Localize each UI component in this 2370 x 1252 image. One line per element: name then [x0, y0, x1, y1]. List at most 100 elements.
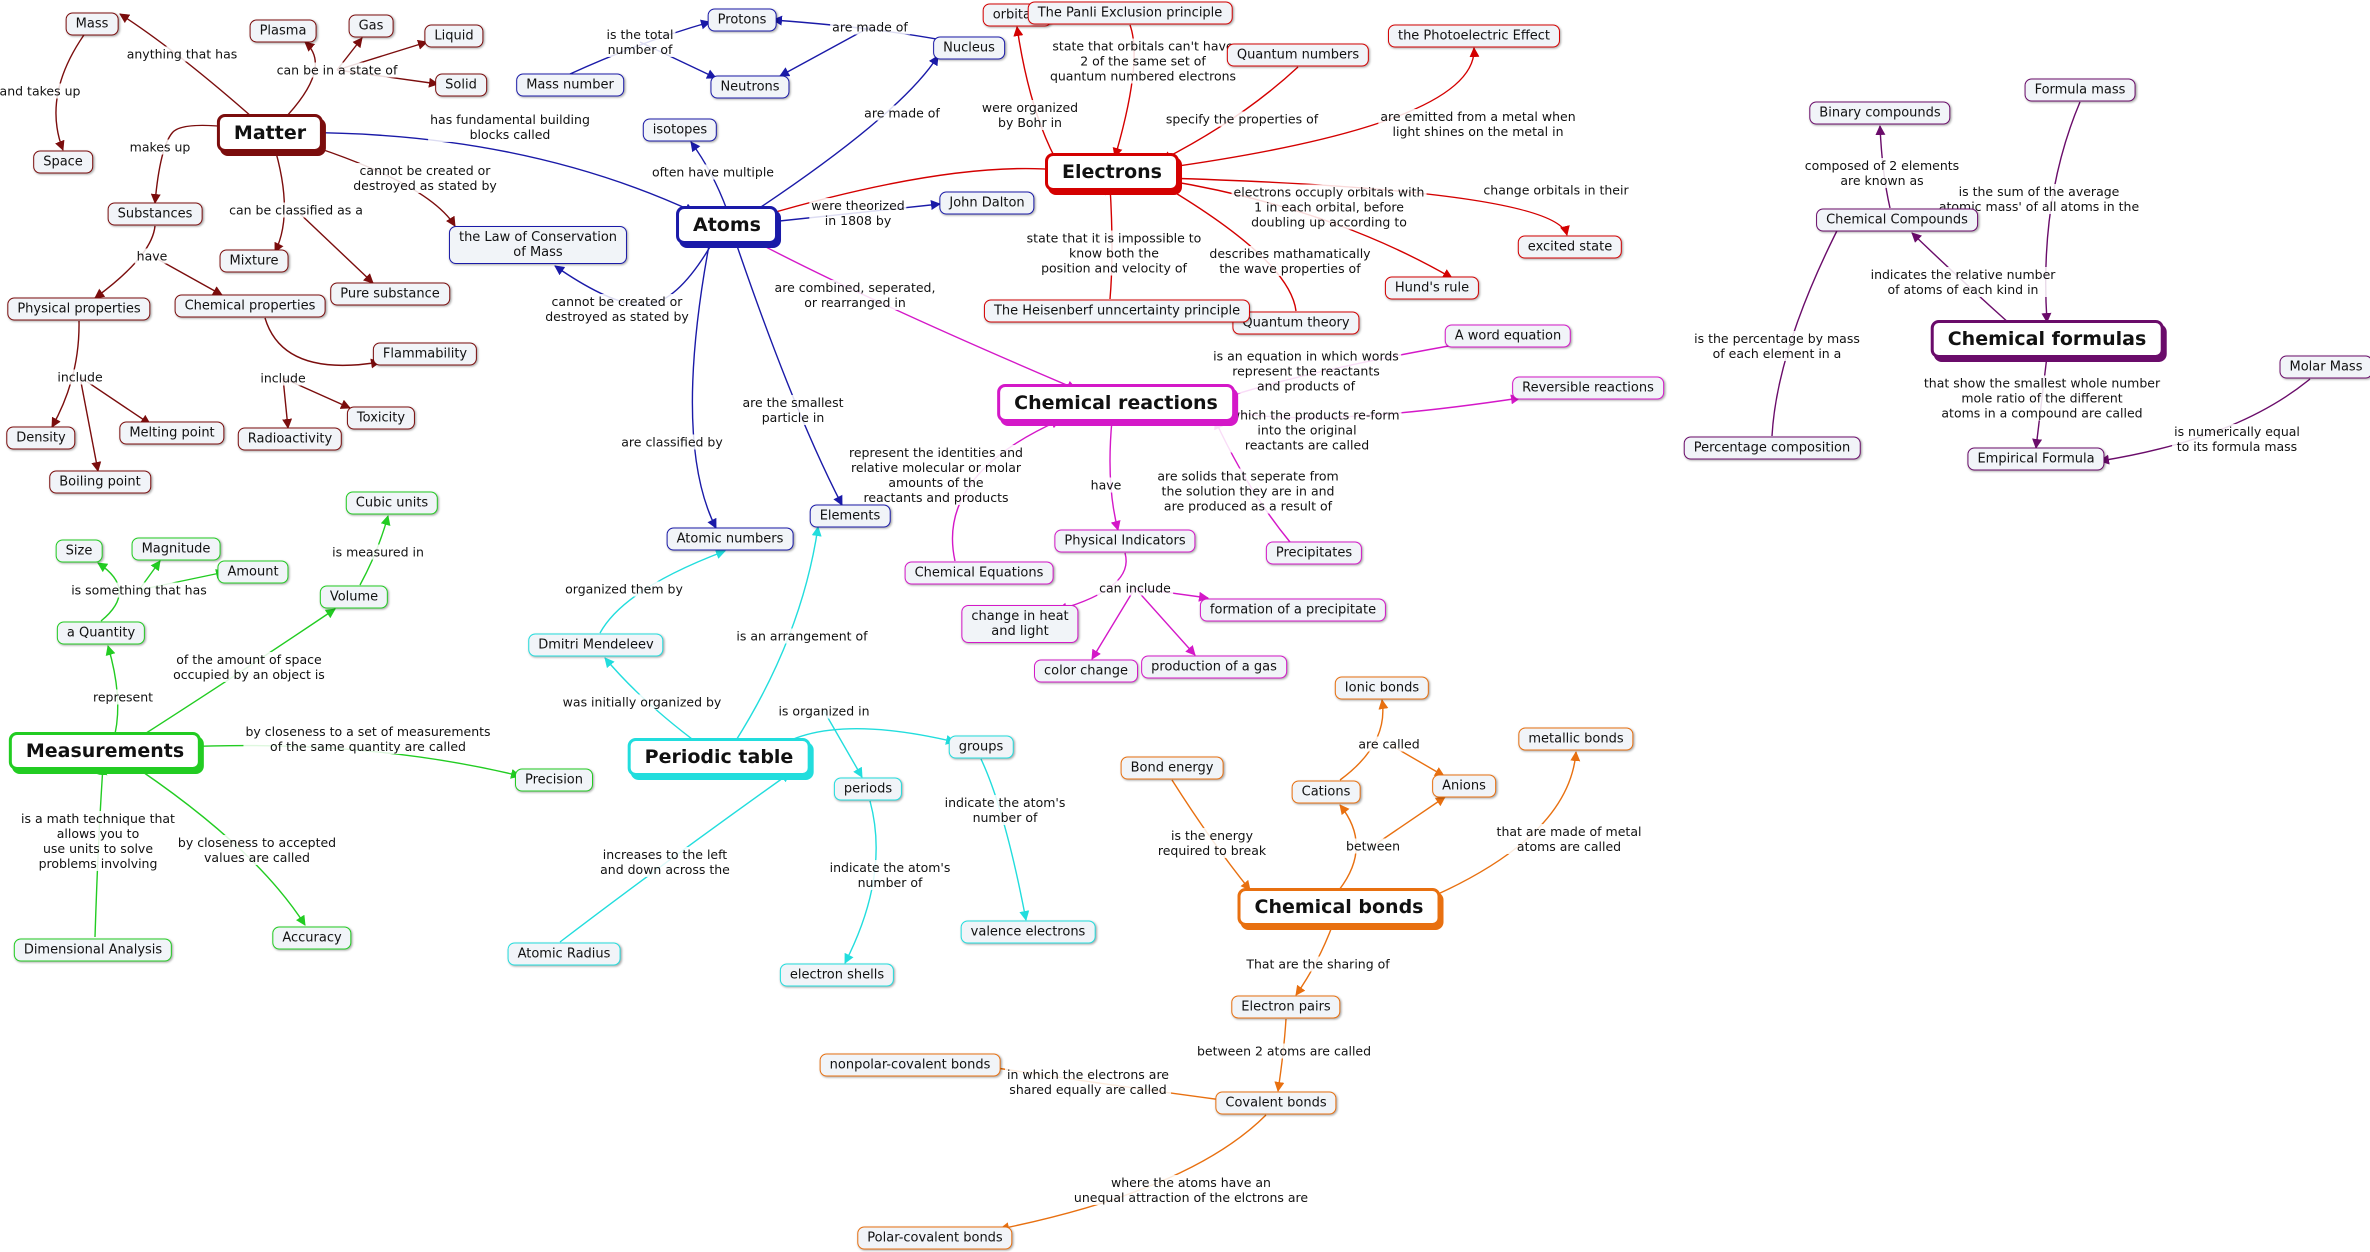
link-label: are called — [1356, 736, 1422, 752]
concept-node-colorchange[interactable]: color change — [1034, 659, 1138, 683]
concept-node-periods[interactable]: periods — [833, 777, 903, 801]
concept-node-cations[interactable]: Cations — [1291, 780, 1361, 804]
concept-node-pauli[interactable]: The Panli Exclusion principle — [1027, 1, 1233, 25]
concept-node-atomicnum[interactable]: Atomic numbers — [666, 527, 794, 551]
concept-node-accuracy[interactable]: Accuracy — [272, 926, 352, 950]
concept-node-size[interactable]: Size — [55, 539, 103, 563]
concept-node-atoms[interactable]: Atoms — [676, 206, 778, 244]
concept-node-plasma[interactable]: Plasma — [249, 19, 317, 43]
concept-node-valence[interactable]: valence electrons — [960, 920, 1096, 944]
concept-node-photo[interactable]: the Photoelectric Effect — [1387, 24, 1561, 48]
link-line — [1091, 587, 1136, 660]
concept-node-quantumnum[interactable]: Quantum numbers — [1226, 43, 1370, 67]
concept-node-chemeq[interactable]: Chemical Equations — [904, 561, 1054, 585]
concept-node-pure[interactable]: Pure substance — [330, 282, 450, 306]
concept-node-cubic[interactable]: Cubic units — [345, 491, 439, 515]
concept-node-gas[interactable]: Gas — [348, 14, 394, 38]
concept-node-flammability[interactable]: Flammability — [372, 342, 478, 366]
concept-node-groups[interactable]: groups — [948, 735, 1014, 759]
concept-node-melting[interactable]: Melting point — [119, 421, 225, 445]
concept-node-hund[interactable]: Hund's rule — [1384, 276, 1480, 300]
concept-node-covalent[interactable]: Covalent bonds — [1215, 1091, 1337, 1115]
concept-node-metallic[interactable]: metallic bonds — [1518, 727, 1634, 751]
link-label: represent — [90, 689, 156, 705]
concept-node-anions[interactable]: Anions — [1432, 774, 1496, 798]
concept-node-elements[interactable]: Elements — [809, 504, 891, 528]
link-label: are combined, seperated,or rearranged in — [772, 280, 938, 310]
concept-node-dimensional[interactable]: Dimensional Analysis — [13, 938, 173, 962]
concept-node-radius[interactable]: Atomic Radius — [507, 942, 621, 966]
concept-node-percent[interactable]: Percentage composition — [1683, 436, 1861, 460]
concept-node-measurements[interactable]: Measurements — [8, 732, 202, 770]
concept-node-substances[interactable]: Substances — [107, 202, 203, 226]
concept-node-neutrons[interactable]: Neutrons — [710, 75, 790, 99]
link-line — [823, 710, 863, 778]
link-label: have — [134, 248, 170, 264]
concept-node-nucleus[interactable]: Nucleus — [933, 36, 1005, 60]
concept-node-physprop[interactable]: Physical properties — [7, 297, 151, 321]
concept-node-formprecip[interactable]: formation of a precipitate — [1199, 598, 1387, 622]
concept-node-chemprop[interactable]: Chemical properties — [174, 294, 326, 318]
concept-node-solid[interactable]: Solid — [435, 73, 487, 97]
concept-node-isotopes[interactable]: isotopes — [642, 118, 718, 142]
concept-node-periodic[interactable]: Periodic table — [627, 738, 811, 776]
concept-node-physind[interactable]: Physical Indicators — [1054, 529, 1196, 553]
concept-node-binary[interactable]: Binary compounds — [1809, 101, 1951, 125]
concept-node-bonds[interactable]: Chemical bonds — [1237, 888, 1441, 926]
link-line — [1134, 587, 1196, 656]
concept-node-qtheory[interactable]: Quantum theory — [1232, 311, 1360, 335]
concept-node-ionic[interactable]: Ionic bonds — [1334, 676, 1430, 700]
concept-node-space[interactable]: Space — [33, 150, 93, 174]
concept-node-precision[interactable]: Precision — [514, 768, 594, 792]
concept-node-precip[interactable]: Precipitates — [1265, 541, 1363, 565]
concept-node-massnumber[interactable]: Mass number — [516, 73, 624, 97]
link-line — [79, 376, 102, 472]
concept-node-electrons[interactable]: Electrons — [1045, 153, 1179, 191]
concept-node-wordeq[interactable]: A word equation — [1444, 324, 1572, 348]
concept-node-heisen[interactable]: The Heisenberf unncertainty principle — [983, 299, 1251, 323]
concept-node-electronpairs[interactable]: Electron pairs — [1231, 995, 1341, 1019]
concept-node-excited[interactable]: excited state — [1517, 235, 1623, 259]
concept-node-liquid[interactable]: Liquid — [424, 24, 484, 48]
concept-node-boiling[interactable]: Boiling point — [49, 470, 151, 494]
link-line — [269, 131, 695, 213]
concept-node-matter[interactable]: Matter — [216, 114, 324, 152]
concept-node-mendeleev[interactable]: Dmitri Mendeleev — [528, 633, 664, 657]
concept-node-reversible[interactable]: Reversible reactions — [1512, 376, 1664, 400]
link-line — [1771, 214, 1846, 437]
concept-node-mass[interactable]: Mass — [65, 12, 119, 36]
concept-node-empirical[interactable]: Empirical Formula — [1967, 447, 2105, 471]
concept-node-compounds[interactable]: Chemical Compounds — [1816, 208, 1978, 232]
concept-node-formulamass[interactable]: Formula mass — [2024, 78, 2136, 102]
concept-node-dalton[interactable]: John Dalton — [939, 191, 1035, 215]
concept-node-quantity[interactable]: a Quantity — [56, 621, 146, 645]
concept-node-toxicity[interactable]: Toxicity — [346, 406, 416, 430]
concept-node-protons[interactable]: Protons — [707, 8, 777, 32]
link-label: can be classified as a — [227, 202, 365, 218]
concept-node-polar[interactable]: Polar-covalent bonds — [857, 1226, 1013, 1250]
link-label: between — [1343, 838, 1403, 854]
concept-node-mixture[interactable]: Mixture — [219, 249, 289, 273]
concept-node-amount[interactable]: Amount — [217, 560, 289, 584]
concept-node-radioactivity[interactable]: Radioactivity — [237, 427, 343, 451]
concept-node-reactions[interactable]: Chemical reactions — [997, 384, 1235, 422]
concept-node-molarmass[interactable]: Molar Mass — [2279, 355, 2370, 379]
concept-node-nonpolar[interactable]: nonpolar-covalent bonds — [819, 1053, 1001, 1077]
concept-node-volume[interactable]: Volume — [319, 585, 389, 609]
concept-node-bondenergy[interactable]: Bond energy — [1120, 756, 1224, 780]
concept-node-shells[interactable]: electron shells — [779, 963, 895, 987]
concept-node-gas2[interactable]: production of a gas — [1141, 655, 1287, 679]
concept-node-density[interactable]: Density — [6, 426, 76, 450]
concept-node-formulas[interactable]: Chemical formulas — [1930, 320, 2164, 358]
concept-node-magnitude[interactable]: Magnitude — [131, 537, 221, 561]
link-label: organized them by — [563, 581, 685, 597]
